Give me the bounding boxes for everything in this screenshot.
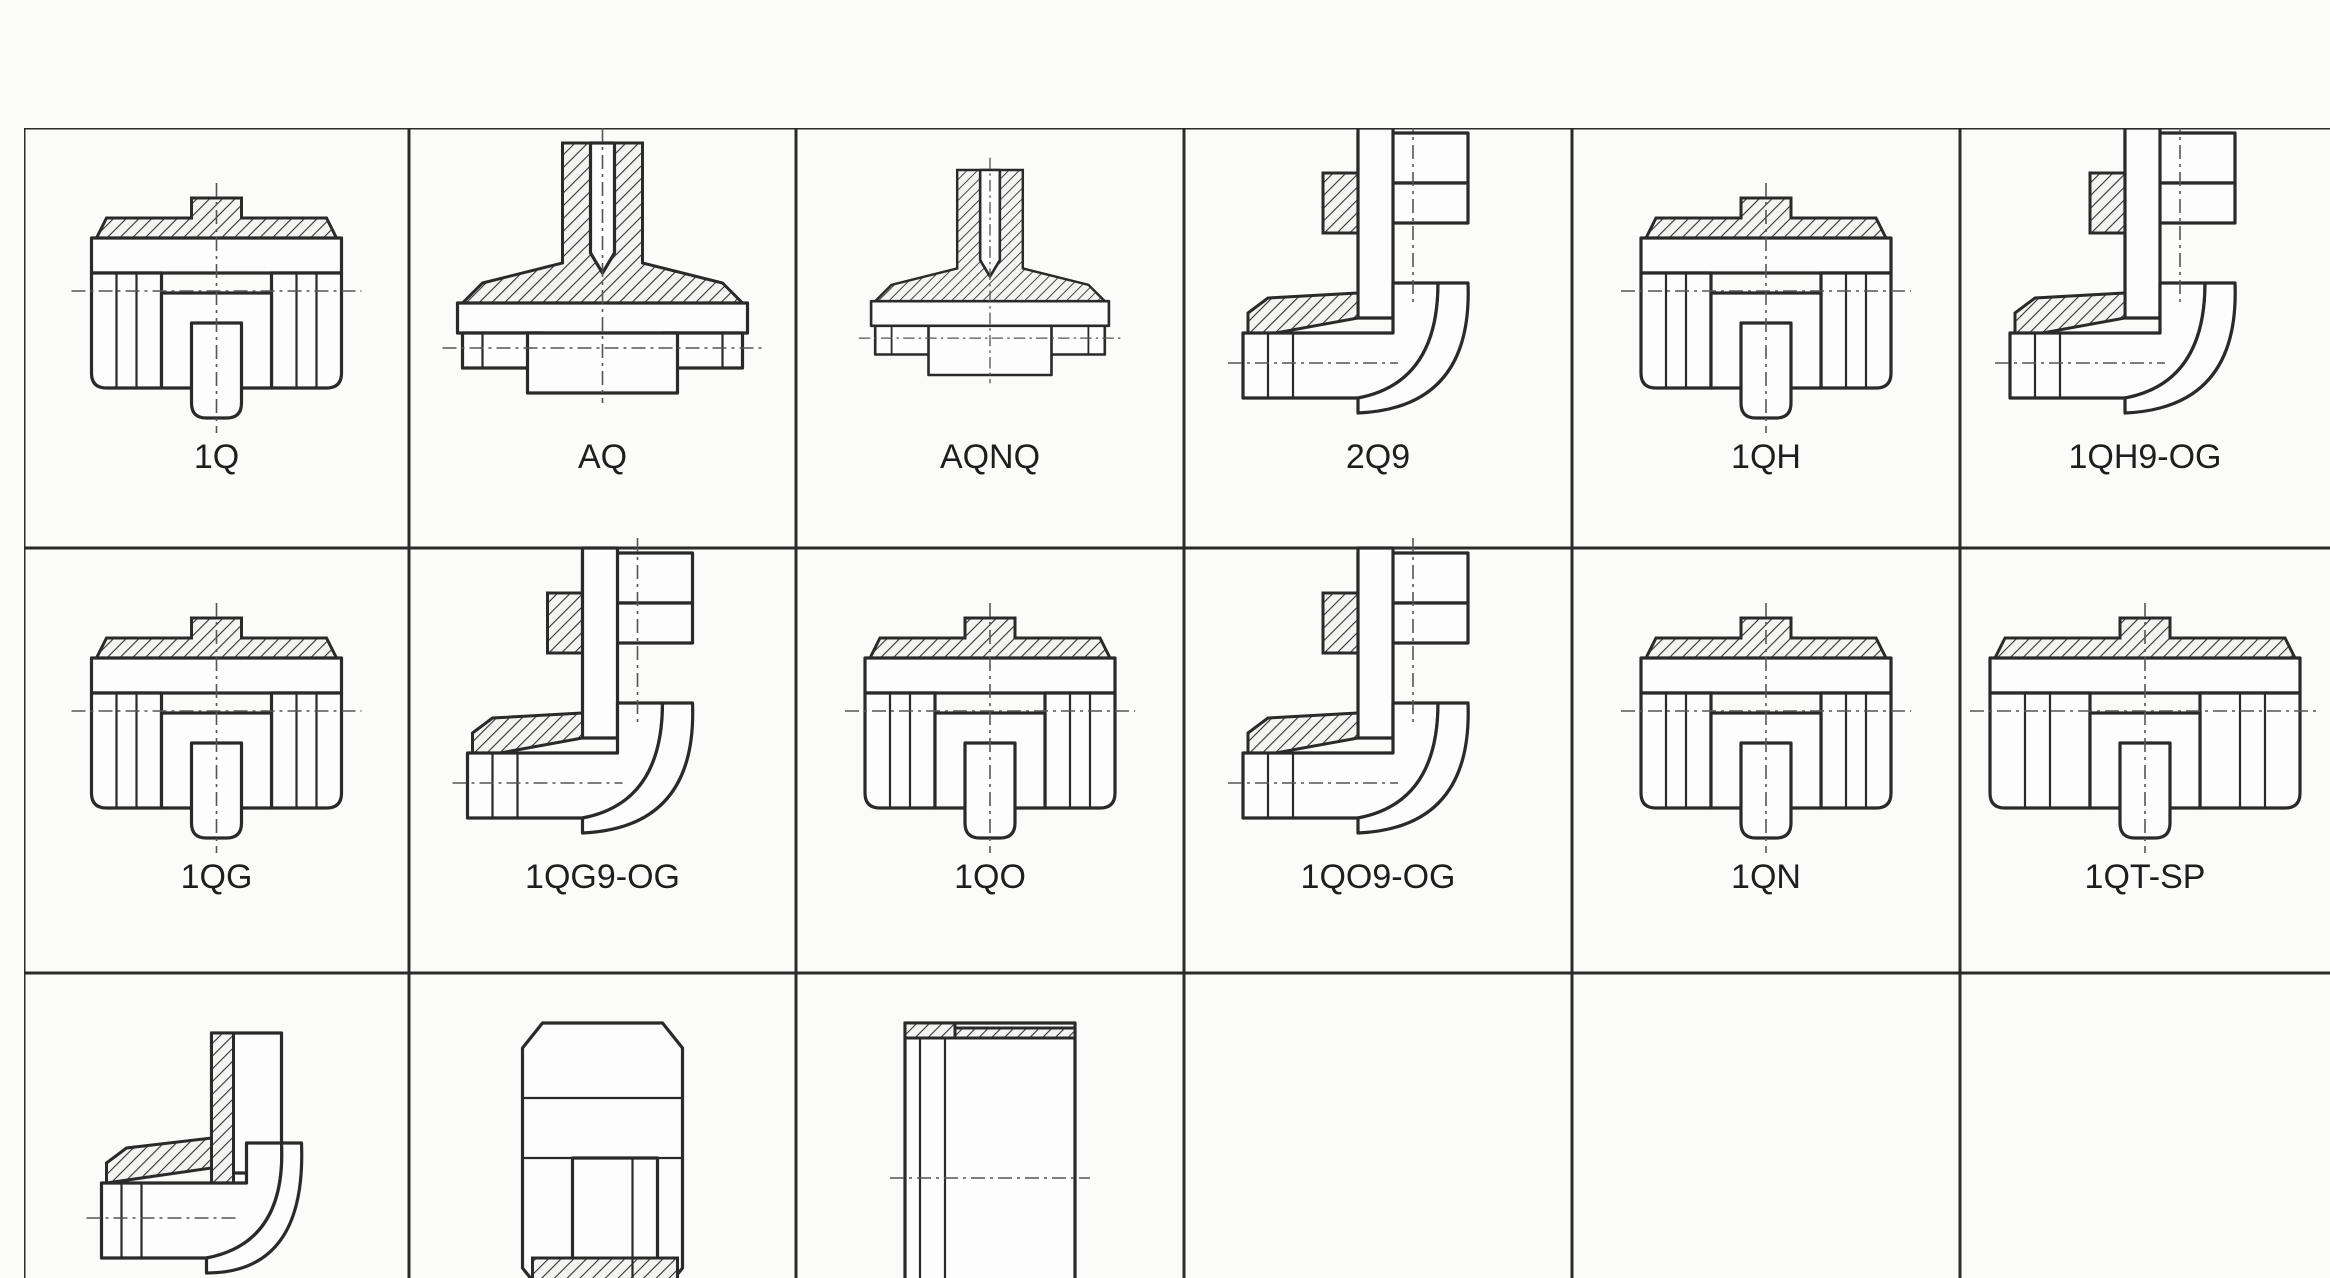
fitting-cell: 1QG [69, 601, 364, 896]
fitting-label: AQ [578, 438, 627, 476]
fitting-label: 1QT-SP [2085, 858, 2206, 896]
fitting-label: 1Q [194, 438, 239, 476]
tee-fitting-icon [440, 128, 765, 405]
elbow-swivel-fitting-icon [1226, 128, 1470, 415]
fitting-cell: 1Q [69, 181, 364, 476]
straight-union-oring-fitting-icon [1619, 181, 1913, 435]
fittings-table: 1Q AQ AQNQ 2Q9 1QH 1QH9-OG 1QG 1QG9-OG 1QO 1QO9-O… [24, 128, 2330, 1278]
fitting-label: AQNQ [940, 438, 1040, 476]
fitting-cell [888, 1021, 1092, 1278]
fitting-cell [520, 1021, 685, 1278]
fitting-cell: 1QT-SP [1968, 601, 2322, 896]
fitting-label: 1QO [954, 858, 1026, 896]
elbow-adjustable-fitting-icon [1226, 536, 1470, 835]
fitting-cell: 1QH9-OG [1993, 128, 2237, 476]
tee-fitting-small-icon [857, 156, 1123, 385]
sleeve-fitting-icon [888, 1021, 1092, 1278]
fitting-cell: AQNQ [857, 156, 1123, 476]
fitting-cell: 1QG9-OG [450, 536, 695, 896]
hex-nut-icon [520, 1021, 685, 1278]
fitting-cell: 2Q9 [1226, 128, 1470, 476]
fitting-label: 1QG [181, 858, 253, 896]
straight-union-fitting-icon [69, 181, 364, 435]
fitting-cell: 1QH [1619, 181, 1913, 476]
fitting-label: 1QH [1731, 438, 1801, 476]
fitting-label: 1QG9-OG [525, 858, 680, 896]
fitting-label: 1QH9-OG [2068, 438, 2221, 476]
fitting-cell: 1QO9-OG [1226, 536, 1470, 896]
straight-union-oring-fitting-icon [843, 601, 1137, 855]
fitting-label: 1QN [1731, 858, 1801, 896]
elbow-adjustable-fitting-icon [1993, 128, 2237, 415]
fitting-cell: AQ [440, 128, 765, 476]
fitting-cell: 1QN [1619, 601, 1913, 896]
table-grid-lines [24, 128, 2330, 1278]
elbow-adjustable-fitting-icon [450, 536, 695, 835]
elbow-taper-fitting-icon [84, 1031, 304, 1275]
fitting-cell: 1QO [843, 601, 1137, 896]
fitting-label: 2Q9 [1346, 438, 1410, 476]
table-cells: 1Q AQ AQNQ 2Q9 1QH 1QH9-OG 1QG 1QG9-OG 1QO 1QO9-O… [69, 128, 2322, 1278]
straight-long-union-fitting-icon [1968, 601, 2322, 855]
fitting-label: 1QO9-OG [1301, 858, 1456, 896]
straight-union-fitting-icon [69, 601, 364, 855]
straight-union-taper-fitting-icon [1619, 601, 1913, 855]
fitting-cell [84, 1031, 304, 1275]
